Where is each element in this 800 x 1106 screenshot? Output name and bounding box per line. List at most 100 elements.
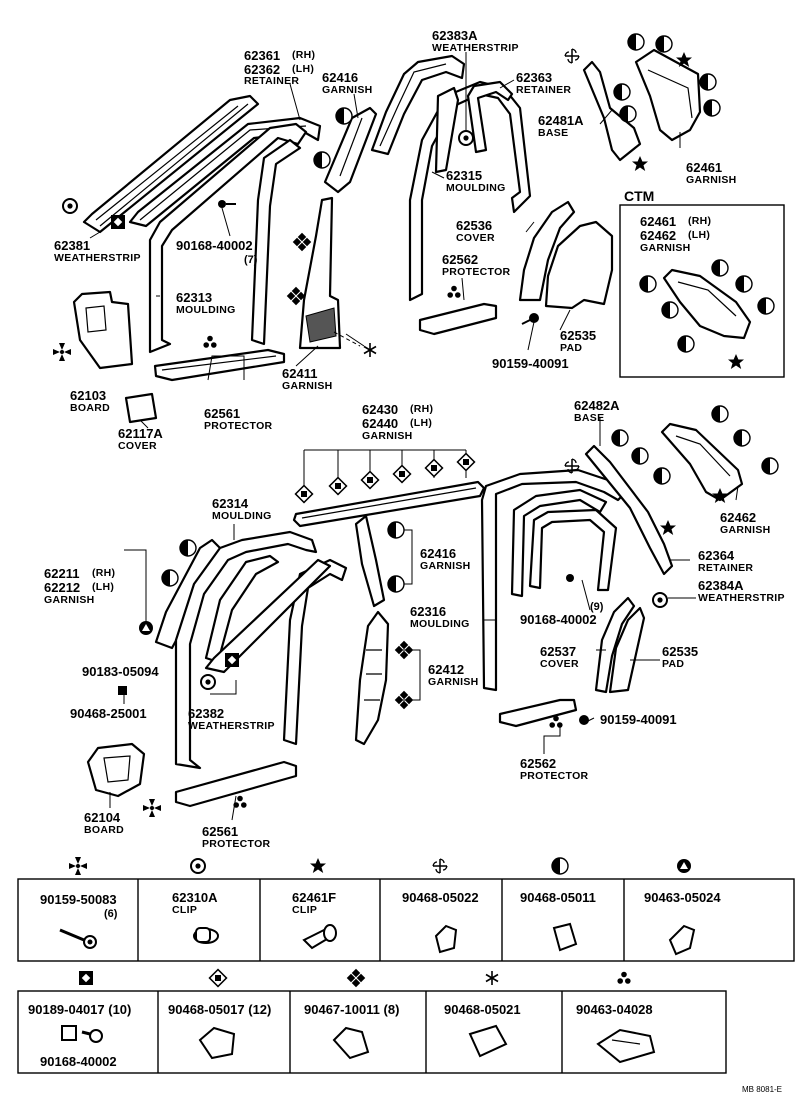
- diamond-square-icon: [392, 464, 412, 484]
- label-weatherstrip-62381: WEATHERSTRIP: [54, 252, 141, 264]
- label-90159b: 90159-40091: [600, 712, 677, 727]
- clip-90183: [118, 686, 127, 695]
- label-62362-lh: (LH): [292, 63, 314, 75]
- label-90159a: 90159-40091: [492, 356, 569, 371]
- label-62411: 62411: [282, 366, 317, 381]
- label-62212-lh: (LH): [92, 581, 114, 593]
- pad-62535a: [544, 220, 614, 310]
- label-62103: 62103: [70, 388, 106, 403]
- moulding-62314: [174, 530, 348, 770]
- label-garnish-62211: GARNISH: [44, 594, 95, 606]
- half-circle-icon: [611, 429, 629, 447]
- label-garnish-62430: GARNISH: [362, 430, 413, 442]
- label-protector-62561a: PROTECTOR: [204, 420, 273, 432]
- diamond-square-icon: [294, 484, 314, 504]
- weatherstrip-62383a: [370, 54, 466, 156]
- garnish-62461: [634, 48, 702, 142]
- fastener-part: 90463-04028: [576, 1002, 653, 1017]
- half-circle-icon: [711, 405, 729, 423]
- cross-fan-icon: [564, 48, 580, 64]
- half-circle-icon: [161, 569, 179, 587]
- half-circle-icon: [761, 457, 779, 475]
- clip-drawing: [332, 1026, 370, 1060]
- label-62416a: 62416: [322, 70, 358, 85]
- asterisk-icon: [363, 342, 377, 358]
- label-board-62104: BOARD: [84, 824, 124, 836]
- half-circle-icon: [653, 467, 671, 485]
- label-90168b-qty: (9): [590, 601, 604, 613]
- screw-90159b: [579, 715, 589, 725]
- label-62562b: 62562: [520, 756, 556, 771]
- fastener-part: 90468-05021: [444, 1002, 521, 1017]
- label-moulding-62314: MOULDING: [212, 510, 272, 522]
- fastener-part: 90189-04017 (10): [28, 1002, 131, 1017]
- screw-90168b: [566, 574, 574, 582]
- label-ctm-62461: 62461: [640, 214, 676, 229]
- label-62535a: 62535: [560, 328, 596, 343]
- label-62535b: 62535: [662, 644, 698, 659]
- circle-dot-icon: [190, 858, 206, 874]
- label-62412: 62412: [428, 662, 464, 677]
- moulding-62315: [408, 80, 532, 302]
- label-62440-lh: (LH): [410, 417, 432, 429]
- screw-90168a: [218, 200, 236, 208]
- diamond-square-icon: [360, 470, 380, 490]
- label-62211-rh: (RH): [92, 567, 115, 579]
- square-diamond-icon: [79, 971, 93, 985]
- label-62416b: 62416: [420, 546, 456, 561]
- label-62212: 62212: [44, 580, 80, 595]
- label-protector-62562a: PROTECTOR: [442, 266, 511, 278]
- label-62562a: 62562: [442, 252, 478, 267]
- label-garnish-62462: GARNISH: [720, 524, 771, 536]
- half-circle-icon: [335, 107, 353, 125]
- nut-drawing: [61, 1025, 103, 1043]
- base-62481a: [582, 60, 642, 162]
- garnish-62412: [354, 610, 390, 746]
- protector-62562a: [418, 302, 498, 336]
- star-icon: [310, 858, 326, 873]
- pinwheel-icon: [143, 799, 161, 817]
- triangle-circle-icon: [677, 859, 691, 873]
- label-62361-rh: (RH): [292, 49, 315, 61]
- ctm-garnish-62461: [662, 268, 752, 340]
- four-diamonds-icon: [286, 286, 306, 306]
- circle-dot-icon: [458, 130, 474, 146]
- leader-lines: [89, 52, 739, 821]
- protector-62561b: [174, 760, 298, 808]
- label-90168a: 90168-40002: [176, 238, 253, 253]
- label-pad-62535a: PAD: [560, 342, 582, 354]
- label-cover-62536: COVER: [456, 232, 495, 244]
- board-62104: [86, 742, 146, 798]
- garnish-62411: [298, 196, 342, 350]
- label-62104: 62104: [84, 810, 121, 825]
- clip-drawing: [302, 924, 337, 950]
- four-diamonds-icon: [292, 232, 312, 252]
- label-62211: 62211: [44, 566, 79, 581]
- half-circle-icon: [551, 857, 569, 875]
- label-protector-62561b: PROTECTOR: [202, 838, 271, 850]
- footer-code: MB 8081-E: [742, 1085, 782, 1094]
- label-90168a-qty: (7): [244, 254, 258, 266]
- label-62313: 62313: [176, 290, 212, 305]
- protector-62561a: [153, 348, 286, 382]
- label-90168b: 90168-40002: [520, 612, 597, 627]
- screw-90159a: [521, 313, 539, 325]
- weatherstrip-62382: [204, 558, 332, 674]
- retainer-62363: [466, 80, 514, 154]
- label-garnish-62416a: GARNISH: [322, 84, 373, 96]
- half-circle-icon: [613, 83, 631, 101]
- fastener-qty: (6): [104, 908, 118, 920]
- nut-drawing: [668, 924, 696, 956]
- garnish-62430: [292, 480, 486, 528]
- diamond-square-icon: [328, 476, 348, 496]
- garnish-62416b: [354, 514, 386, 608]
- label-retainer-62363: RETAINER: [516, 84, 571, 96]
- label-62315: 62315: [446, 168, 482, 183]
- circle-dot-icon: [62, 198, 78, 214]
- base-62482a: [584, 444, 674, 576]
- label-90468a: 90468-25001: [70, 706, 147, 721]
- cover-62536: [518, 200, 576, 302]
- half-circle-icon: [313, 151, 331, 169]
- fastener-part: 90463-05024: [644, 890, 721, 905]
- label-ctm: CTM: [624, 188, 654, 204]
